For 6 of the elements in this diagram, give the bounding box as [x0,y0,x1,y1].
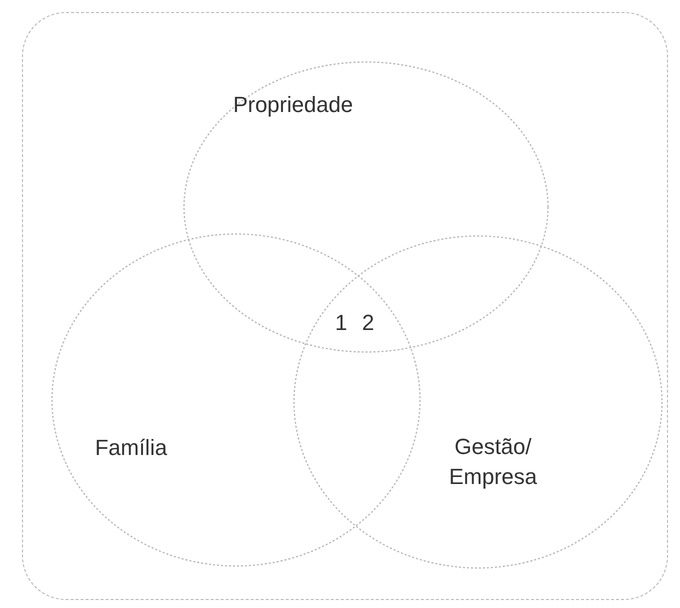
circle-label: Gestão/ Empresa [448,433,538,491]
region-number: 1 [335,310,348,336]
outer-frame [22,12,668,600]
circle-label: Família [94,434,168,462]
region-number: 2 [362,310,374,336]
circle-label: Propriedade [232,91,354,119]
